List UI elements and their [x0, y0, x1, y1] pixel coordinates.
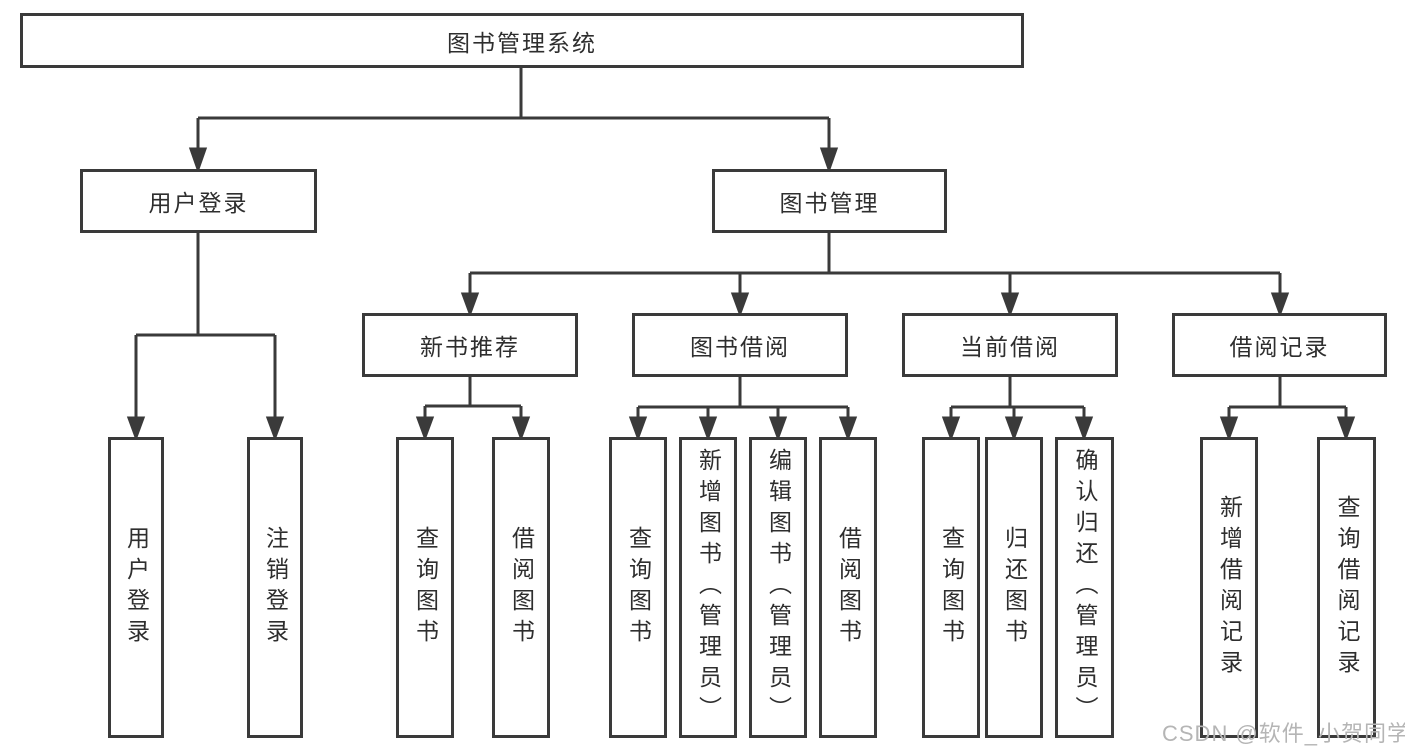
arrowhead — [698, 416, 718, 442]
node-records-query-record: 查询借阅记录 — [1317, 437, 1376, 738]
arrowhead — [1004, 416, 1024, 442]
node-borrowing-query-books-label: 查询图书 — [625, 525, 652, 650]
node-root: 图书管理系统 — [20, 13, 1024, 68]
node-book-management: 图书管理 — [712, 169, 947, 233]
arrowhead — [415, 416, 435, 442]
arrowhead — [511, 416, 531, 442]
node-current-query-books-label: 查询图书 — [938, 525, 965, 650]
node-current-borrowing-label: 当前借阅 — [960, 334, 1060, 360]
node-new-book-recommend-label: 新书推荐 — [420, 334, 520, 360]
node-new-book-recommend: 新书推荐 — [362, 313, 578, 377]
node-recommend-query-books-label: 查询图书 — [412, 525, 439, 650]
arrowhead — [730, 292, 750, 318]
node-borrowing-add-books-label: 新增图书（管理员） — [695, 448, 722, 727]
arrowhead — [460, 292, 480, 318]
node-recommend-query-books: 查询图书 — [396, 437, 454, 738]
arrowhead — [768, 416, 788, 442]
node-borrowing-edit-books: 编辑图书（管理员） — [749, 437, 807, 738]
node-records-add-record-label: 新增借阅记录 — [1216, 494, 1243, 681]
node-logout-label: 注销登录 — [262, 525, 289, 650]
arrowhead — [1000, 292, 1020, 318]
node-current-confirm-return-label: 确认归还（管理员） — [1072, 448, 1098, 727]
node-book-borrowing-label: 图书借阅 — [690, 334, 790, 360]
node-user-login-branch: 用户登录 — [80, 169, 317, 233]
node-records-add-record: 新增借阅记录 — [1200, 437, 1258, 738]
node-book-borrowing: 图书借阅 — [632, 313, 848, 377]
node-recommend-borrow-books: 借阅图书 — [492, 437, 550, 738]
csdn-watermark: CSDN @软件_小贺同学 — [1162, 721, 1405, 746]
node-user-login-branch-label: 用户登录 — [148, 190, 249, 216]
node-borrowing-query-books: 查询图书 — [609, 437, 667, 738]
arrowhead — [819, 147, 839, 174]
arrowhead — [838, 416, 858, 442]
node-current-query-books: 查询图书 — [922, 437, 980, 738]
arrowhead — [1219, 416, 1239, 442]
node-current-return-books-label: 归还图书 — [1001, 525, 1028, 650]
node-recommend-borrow-books-label: 借阅图书 — [508, 525, 535, 650]
arrowhead — [1074, 416, 1094, 442]
node-current-return-books: 归还图书 — [985, 437, 1043, 738]
node-borrowing-edit-books-label: 编辑图书（管理员） — [765, 448, 792, 727]
node-records-query-record-label: 查询借阅记录 — [1334, 494, 1360, 681]
node-logout: 注销登录 — [247, 437, 303, 738]
node-user-login-label: 用户登录 — [123, 525, 150, 650]
arrowhead — [1270, 292, 1290, 318]
node-borrow-records: 借阅记录 — [1172, 313, 1387, 377]
node-borrowing-add-books: 新增图书（管理员） — [679, 437, 737, 738]
node-current-borrowing: 当前借阅 — [902, 313, 1118, 377]
arrowhead — [1336, 416, 1356, 442]
node-borrowing-borrow-books-label: 借阅图书 — [835, 525, 862, 650]
arrowhead — [126, 416, 146, 442]
node-book-management-label: 图书管理 — [779, 190, 880, 216]
arrowhead — [188, 147, 208, 174]
arrowhead — [941, 416, 961, 442]
node-borrow-records-label: 借阅记录 — [1229, 334, 1330, 360]
arrowhead — [628, 416, 648, 442]
node-root-label: 图书管理系统 — [447, 29, 597, 56]
node-borrowing-borrow-books: 借阅图书 — [819, 437, 877, 738]
node-user-login: 用户登录 — [108, 437, 164, 738]
arrowhead — [265, 416, 285, 442]
node-current-confirm-return: 确认归还（管理员） — [1055, 437, 1114, 738]
